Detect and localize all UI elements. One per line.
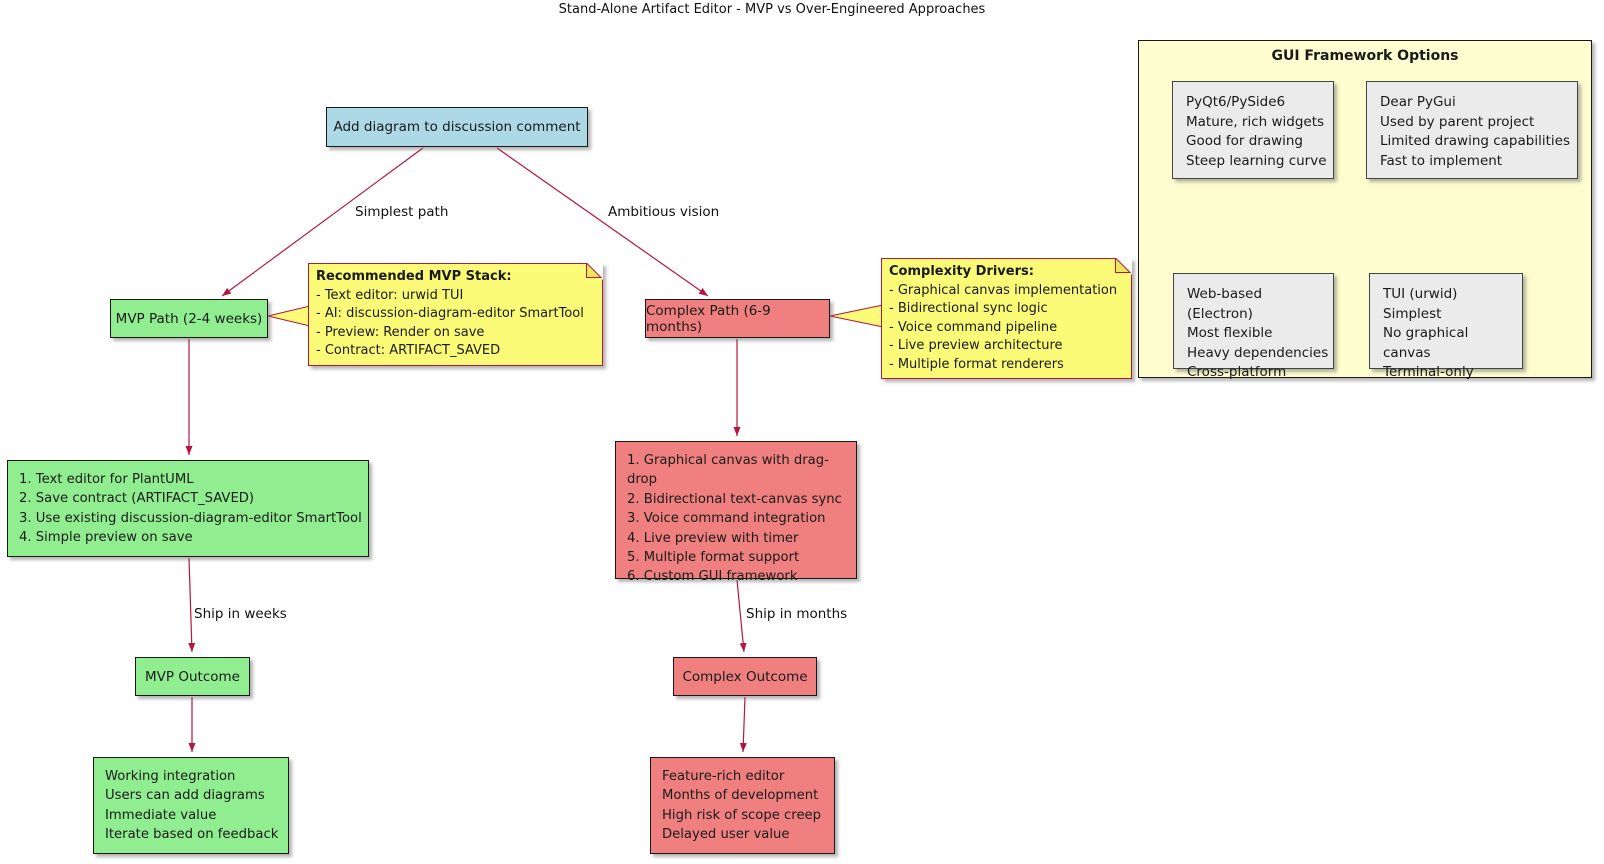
- option-dear-pygui: Dear PyGui Used by parent project Limite…: [1366, 81, 1578, 179]
- option-tui-urwid: TUI (urwid) Simplest No graphical canvas…: [1369, 273, 1523, 380]
- note-complexity-drivers: Complexity Drivers: - Graphical canvas i…: [881, 258, 1132, 379]
- edge-steps-to-complex-outcome: [736, 579, 747, 653]
- edge-label-ship-in-weeks: Ship in weeks: [194, 606, 287, 622]
- option-web-electron: Web-based (Electron) Most flexible Heavy…: [1173, 273, 1334, 380]
- gui-framework-panel-title: GUI Framework Options: [1271, 48, 1459, 64]
- note-fold-icon: [586, 263, 603, 280]
- mvp-steps-text: 1. Text editor for PlantUML 2. Save cont…: [19, 472, 362, 546]
- note-connector-complex: [829, 304, 884, 328]
- complex-steps-text: 1. Graphical canvas with drag-drop 2. Bi…: [627, 453, 842, 585]
- node-mvp-path: MVP Path (2-4 weeks): [110, 299, 268, 338]
- edge-complex-outcome-to-result: [739, 696, 747, 753]
- node-mvp-steps: 1. Text editor for PlantUML 2. Save cont…: [7, 460, 369, 557]
- note-mvp-stack-body: - Text editor: urwid TUI - AI: discussio…: [316, 287, 584, 359]
- gui-framework-panel: GUI Framework Options PyQt6/PySide6 Matu…: [1138, 40, 1592, 380]
- note-mvp-stack-title: Recommended MVP Stack:: [316, 269, 512, 284]
- node-complex-result: Feature-rich editor Months of developmen…: [650, 757, 835, 854]
- note-complexity-body: - Graphical canvas implementation - Bidi…: [889, 282, 1118, 372]
- option-tui-urwid-text: TUI (urwid) Simplest No graphical canvas…: [1383, 286, 1474, 380]
- node-complex-path: Complex Path (6-9 months): [645, 299, 830, 338]
- edge-start-to-complex: [496, 147, 709, 297]
- note-connector-mvp: [267, 305, 311, 327]
- node-complex-outcome: Complex Outcome: [673, 657, 817, 696]
- note-fold-icon: [1115, 258, 1132, 275]
- edge-label-ambitious-vision: Ambitious vision: [608, 204, 720, 220]
- note-complexity-title: Complexity Drivers:: [889, 264, 1034, 279]
- node-mvp-result: Working integration Users can add diagra…: [93, 757, 289, 854]
- page-title: Stand-Alone Artifact Editor - MVP vs Ove…: [558, 2, 986, 17]
- note-mvp-stack: Recommended MVP Stack: - Text editor: ur…: [308, 263, 603, 366]
- node-complex-steps: 1. Graphical canvas with drag-drop 2. Bi…: [615, 441, 857, 584]
- mvp-result-text: Working integration Users can add diagra…: [105, 769, 279, 843]
- node-start: Add diagram to discussion comment: [326, 107, 588, 147]
- edge-steps-to-mvp-outcome: [188, 557, 196, 653]
- node-mvp-outcome: MVP Outcome: [135, 657, 250, 696]
- complex-result-text: Feature-rich editor Months of developmen…: [662, 769, 822, 843]
- option-web-electron-text: Web-based (Electron) Most flexible Heavy…: [1187, 286, 1329, 380]
- option-pyqt6-text: PyQt6/PySide6 Mature, rich widgets Good …: [1186, 94, 1327, 169]
- option-dear-pygui-text: Dear PyGui Used by parent project Limite…: [1380, 94, 1570, 169]
- edge-label-simplest-path: Simplest path: [355, 204, 449, 220]
- edge-label-ship-in-months: Ship in months: [746, 606, 848, 622]
- edge-start-to-mvp: [221, 147, 424, 297]
- option-pyqt6: PyQt6/PySide6 Mature, rich widgets Good …: [1172, 81, 1334, 179]
